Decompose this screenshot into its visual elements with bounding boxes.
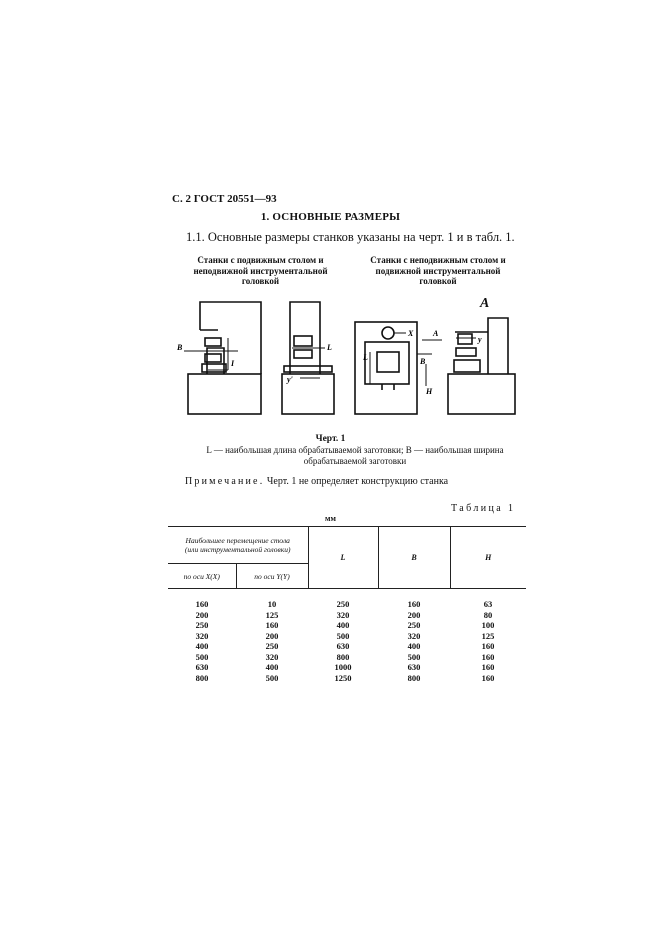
dimensions-table: Наибольшее перемещение стола (или инстру… [168, 526, 526, 683]
table-cell: 250 [265, 641, 279, 651]
table-group-header-line: Наибольшее перемещение стола [185, 535, 290, 545]
table-cell: 160 [481, 641, 495, 651]
table-cell: 160 [265, 620, 279, 630]
table-cell: 800 [195, 672, 209, 683]
machine-diagram: B I L у' X A L B H [176, 301, 516, 415]
table-cell: 100 [481, 620, 495, 630]
table-cell: 1000 [334, 662, 352, 672]
table-cell: 320 [195, 630, 209, 641]
col-header-b: B [377, 526, 451, 589]
table-cell: 630 [336, 641, 350, 651]
table-cell: 250 [407, 620, 421, 630]
table-cell: 160 [407, 599, 421, 609]
label-l-machine-3: L [362, 353, 368, 362]
view-label-a: А [480, 296, 490, 311]
label-l-machine-2: L [326, 343, 332, 352]
figure-right-heading-line: Станки с неподвижным столом и [370, 255, 506, 265]
table-row: 800 500 1250 800 160 [168, 673, 526, 684]
machine-4-outline [447, 317, 516, 415]
table-cell: 500 [407, 651, 421, 662]
table-cell: 10 [267, 599, 277, 609]
table-cell: 400 [336, 620, 350, 630]
table-cell: 320 [407, 630, 421, 641]
table-cell: 200 [195, 609, 209, 620]
figure-caption: Черт. 1 [315, 434, 346, 444]
table-cell: 200 [407, 609, 421, 620]
table-cell: 200 [265, 630, 279, 641]
table-cell: 63 [483, 599, 493, 609]
label-h-machine-3: H [425, 387, 433, 396]
label-x-machine-3: X [407, 329, 414, 338]
figure-left-heading-line: Станки с подвижным столом и [197, 255, 324, 265]
col-header-l: L [307, 526, 379, 589]
label-y-machine-4: у [477, 335, 482, 344]
table-row: 500 320 800 500 160 [168, 652, 526, 663]
table-label: Таблица 1 [451, 503, 516, 514]
figure-left-heading-line: неподвижной инструментальной [193, 265, 328, 276]
table-cell: 160 [481, 672, 495, 683]
machine-1-dims [184, 338, 238, 371]
table-cell: 800 [407, 672, 421, 683]
label-b-machine-3: B [419, 357, 426, 366]
table-cell: 160 [195, 599, 209, 609]
paragraph-1-1: 1.1. Основные размеры станков указаны на… [186, 230, 515, 244]
table-cell: 160 [481, 662, 495, 672]
table-row: 250 160 400 250 100 [168, 620, 526, 631]
note-text: Черт. 1 не определяет конструкцию станка [264, 476, 449, 487]
table-cell: 500 [265, 672, 279, 683]
table-cell: 500 [195, 651, 209, 662]
table-cell: 400 [407, 641, 421, 651]
label-a-machine-3: A [432, 329, 439, 338]
label-b-machine-1: B [176, 343, 183, 352]
table-row: 400 250 630 400 160 [168, 641, 526, 652]
table-cell: 250 [336, 599, 350, 609]
table-cell: 80 [483, 609, 493, 620]
table-row: 320 200 500 320 125 [168, 631, 526, 642]
col-header-h: H [449, 526, 526, 589]
table-cell: 320 [265, 651, 279, 662]
table-cell: 320 [336, 609, 350, 620]
figure-left-heading: Станки с подвижным столом и неподвижной … [178, 255, 343, 287]
figure-right-heading-line: головкой [419, 276, 457, 286]
table-row: 160 10 250 160 63 [168, 589, 526, 610]
figure-right-heading: Станки с неподвижным столом и подвижной … [348, 255, 528, 287]
table-cell: 630 [407, 662, 421, 672]
machine-1-outline [187, 301, 262, 415]
machine-2-dims [292, 347, 325, 379]
table-cell: 630 [195, 662, 209, 672]
note: Примечание. Черт. 1 не определяет констр… [185, 476, 448, 487]
table-cell: 250 [195, 620, 209, 630]
table-row: 630 400 1000 630 160 [168, 662, 526, 673]
page-header: С. 2 ГОСТ 20551—93 [172, 193, 277, 205]
table-cell: 125 [481, 630, 495, 641]
table-row: 200 125 320 200 80 [168, 610, 526, 621]
figure-left-heading-line: головкой [241, 276, 280, 286]
machine-3-dims [369, 332, 442, 386]
section-title: 1. ОСНОВНЫЕ РАЗМЕРЫ [260, 211, 401, 223]
table-cell: 1250 [334, 672, 352, 683]
label-i-machine-1: I [230, 359, 235, 368]
table-cell: 400 [195, 641, 209, 651]
col-header-x-axis: по оси X(X) [168, 563, 237, 589]
figure-legend: L — наибольшая длина обрабатываемой заго… [206, 445, 504, 466]
table-cell: 500 [336, 630, 350, 641]
note-label: Примечание. [185, 476, 265, 487]
table-units: мм [325, 514, 336, 523]
col-header-y-axis: по оси Y(Y) [235, 563, 309, 589]
table-group-header: Наибольшее перемещение стола (или инстру… [168, 526, 309, 564]
table-cell: 160 [481, 651, 495, 662]
table-cell: 800 [336, 651, 350, 662]
table-cell: 125 [265, 609, 279, 620]
table-cell: 400 [265, 662, 279, 672]
machine-2-outline [281, 301, 335, 415]
table-group-header-line: (или инструментальной головки) [184, 545, 291, 554]
label-y-machine-2: у' [286, 375, 294, 384]
figure-right-heading-line: подвижной инструментальной [375, 265, 501, 276]
